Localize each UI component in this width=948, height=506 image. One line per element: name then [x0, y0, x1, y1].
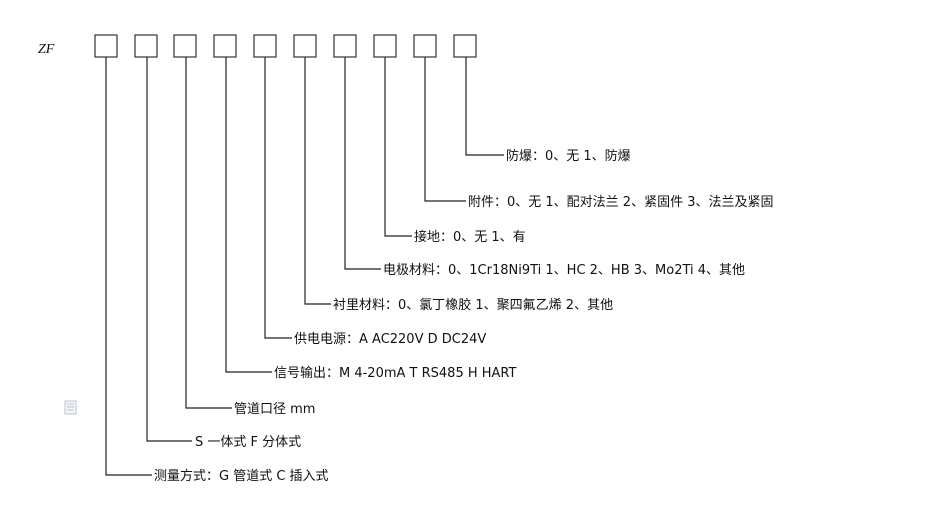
- code-boxes: [94, 34, 477, 58]
- code-box-8: [373, 34, 397, 58]
- code-box-3: [173, 34, 197, 58]
- leader-measure-mode: [105, 57, 152, 476]
- leader-structure: [146, 57, 192, 442]
- leader-grounding: [384, 57, 412, 237]
- label-accessories: 附件：0、无 1、配对法兰 2、紧固件 3、法兰及紧固: [468, 195, 773, 210]
- label-electrode-material: 电极材料：0、1Cr18Ni9Ti 1、HC 2、HB 3、Mo2Ti 4、其他: [383, 263, 745, 278]
- code-box-4: [213, 34, 237, 58]
- code-box-10: [453, 34, 477, 58]
- label-measure-mode: 测量方式：G 管道式 C 插入式: [154, 468, 329, 484]
- label-power-supply: 供电电源：A AC220V D DC24V: [294, 332, 486, 347]
- label-signal-output: 信号输出：M 4-20mA T RS485 H HART: [274, 365, 517, 381]
- leader-pipe-diameter: [185, 57, 232, 409]
- leader-lining-material: [304, 57, 331, 305]
- code-box-7: [333, 34, 357, 58]
- leader-signal-output: [225, 57, 272, 373]
- document-icon: [64, 400, 77, 415]
- label-structure: S 一体式 F 分体式: [195, 435, 301, 450]
- code-box-5: [253, 34, 277, 58]
- option-labels: 测量方式：G 管道式 C 插入式 S 一体式 F 分体式 管道口径 mm 信号输…: [154, 148, 773, 484]
- leader-electrode-material: [344, 57, 381, 270]
- label-pipe-diameter: 管道口径 mm: [234, 402, 315, 417]
- code-box-6: [293, 34, 317, 58]
- leader-accessories: [424, 57, 466, 202]
- leader-power-supply: [264, 57, 292, 339]
- label-grounding: 接地：0、无 1、有: [414, 229, 526, 245]
- label-explosion-proof: 防爆：0、无 1、防爆: [506, 148, 631, 164]
- code-box-9: [413, 34, 437, 58]
- leader-explosion-proof: [465, 57, 504, 156]
- code-box-2: [134, 34, 158, 58]
- leader-lines: [105, 57, 504, 476]
- code-box-1: [94, 34, 118, 58]
- model-prefix: ZF: [38, 42, 55, 57]
- label-lining-material: 衬里材料：0、氯丁橡胶 1、聚四氟乙烯 2、其他: [333, 297, 613, 313]
